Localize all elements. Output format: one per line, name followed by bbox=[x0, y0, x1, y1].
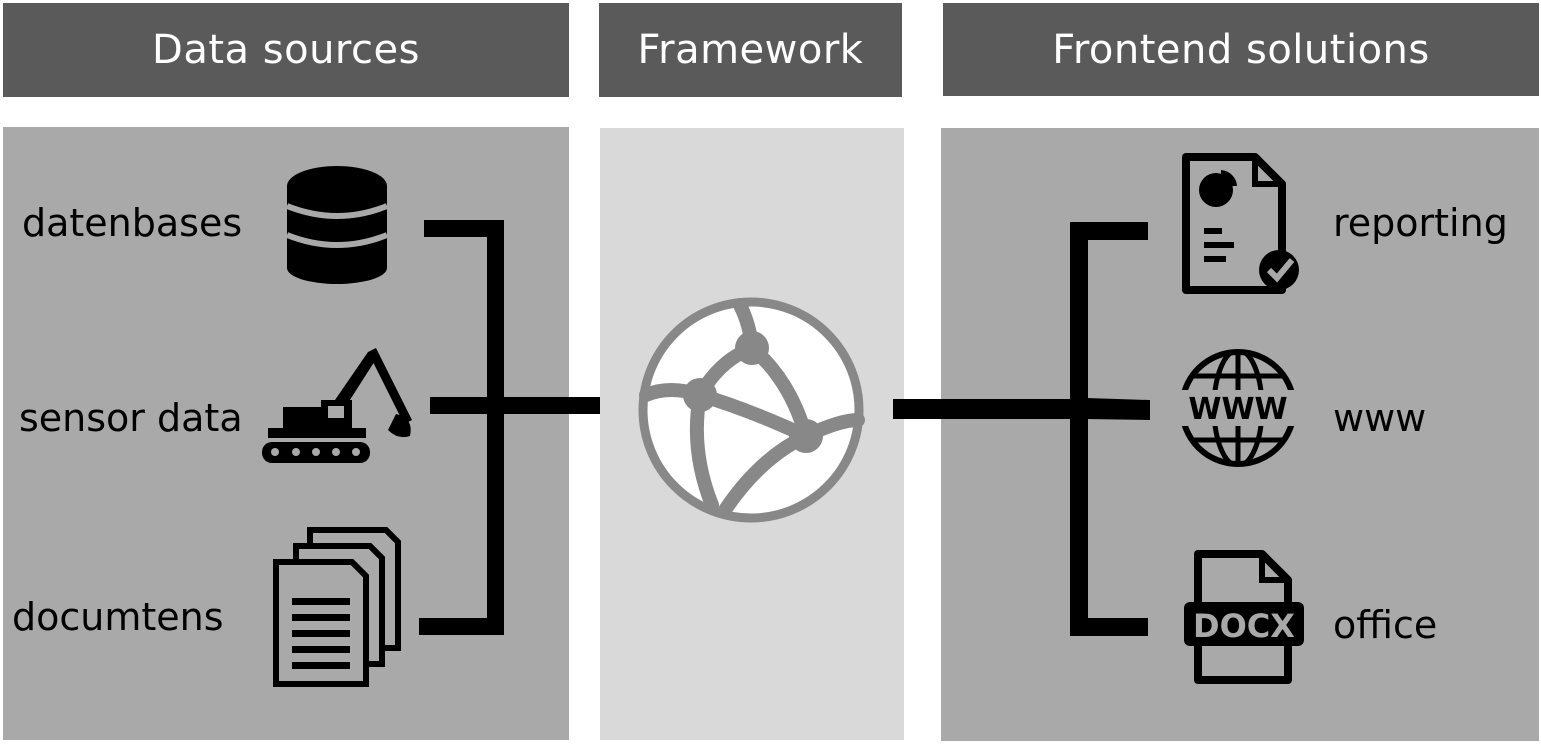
svg-text:WWW: WWW bbox=[1188, 392, 1287, 427]
www-globe-icon: WWW bbox=[1174, 349, 1302, 467]
data-source-label-databases: datenbases bbox=[22, 201, 243, 245]
documents-stack-icon bbox=[273, 527, 401, 687]
docx-file-icon: DOCX bbox=[1184, 550, 1304, 684]
header-data-sources-label: Data sources bbox=[152, 27, 420, 73]
header-data-sources: Data sources bbox=[3, 3, 569, 97]
database-icon bbox=[285, 166, 389, 284]
frontend-label-www: www bbox=[1333, 396, 1427, 440]
right-connector bbox=[893, 222, 1150, 636]
header-frontend-solutions-label: Frontend solutions bbox=[1052, 26, 1430, 73]
data-source-label-documents: documtens bbox=[12, 595, 224, 639]
network-globe-icon bbox=[638, 297, 865, 523]
left-connector bbox=[419, 220, 600, 635]
header-frontend-solutions: Frontend solutions bbox=[943, 3, 1539, 96]
frontend-label-reporting: reporting bbox=[1333, 201, 1508, 245]
frontend-label-office: office bbox=[1333, 603, 1438, 647]
svg-text:DOCX: DOCX bbox=[1193, 607, 1295, 645]
data-source-label-sensor-data: sensor data bbox=[19, 396, 243, 440]
header-framework: Framework bbox=[599, 3, 902, 97]
excavator-icon bbox=[262, 348, 412, 463]
header-framework-label: Framework bbox=[637, 27, 864, 73]
report-document-icon bbox=[1182, 153, 1299, 294]
